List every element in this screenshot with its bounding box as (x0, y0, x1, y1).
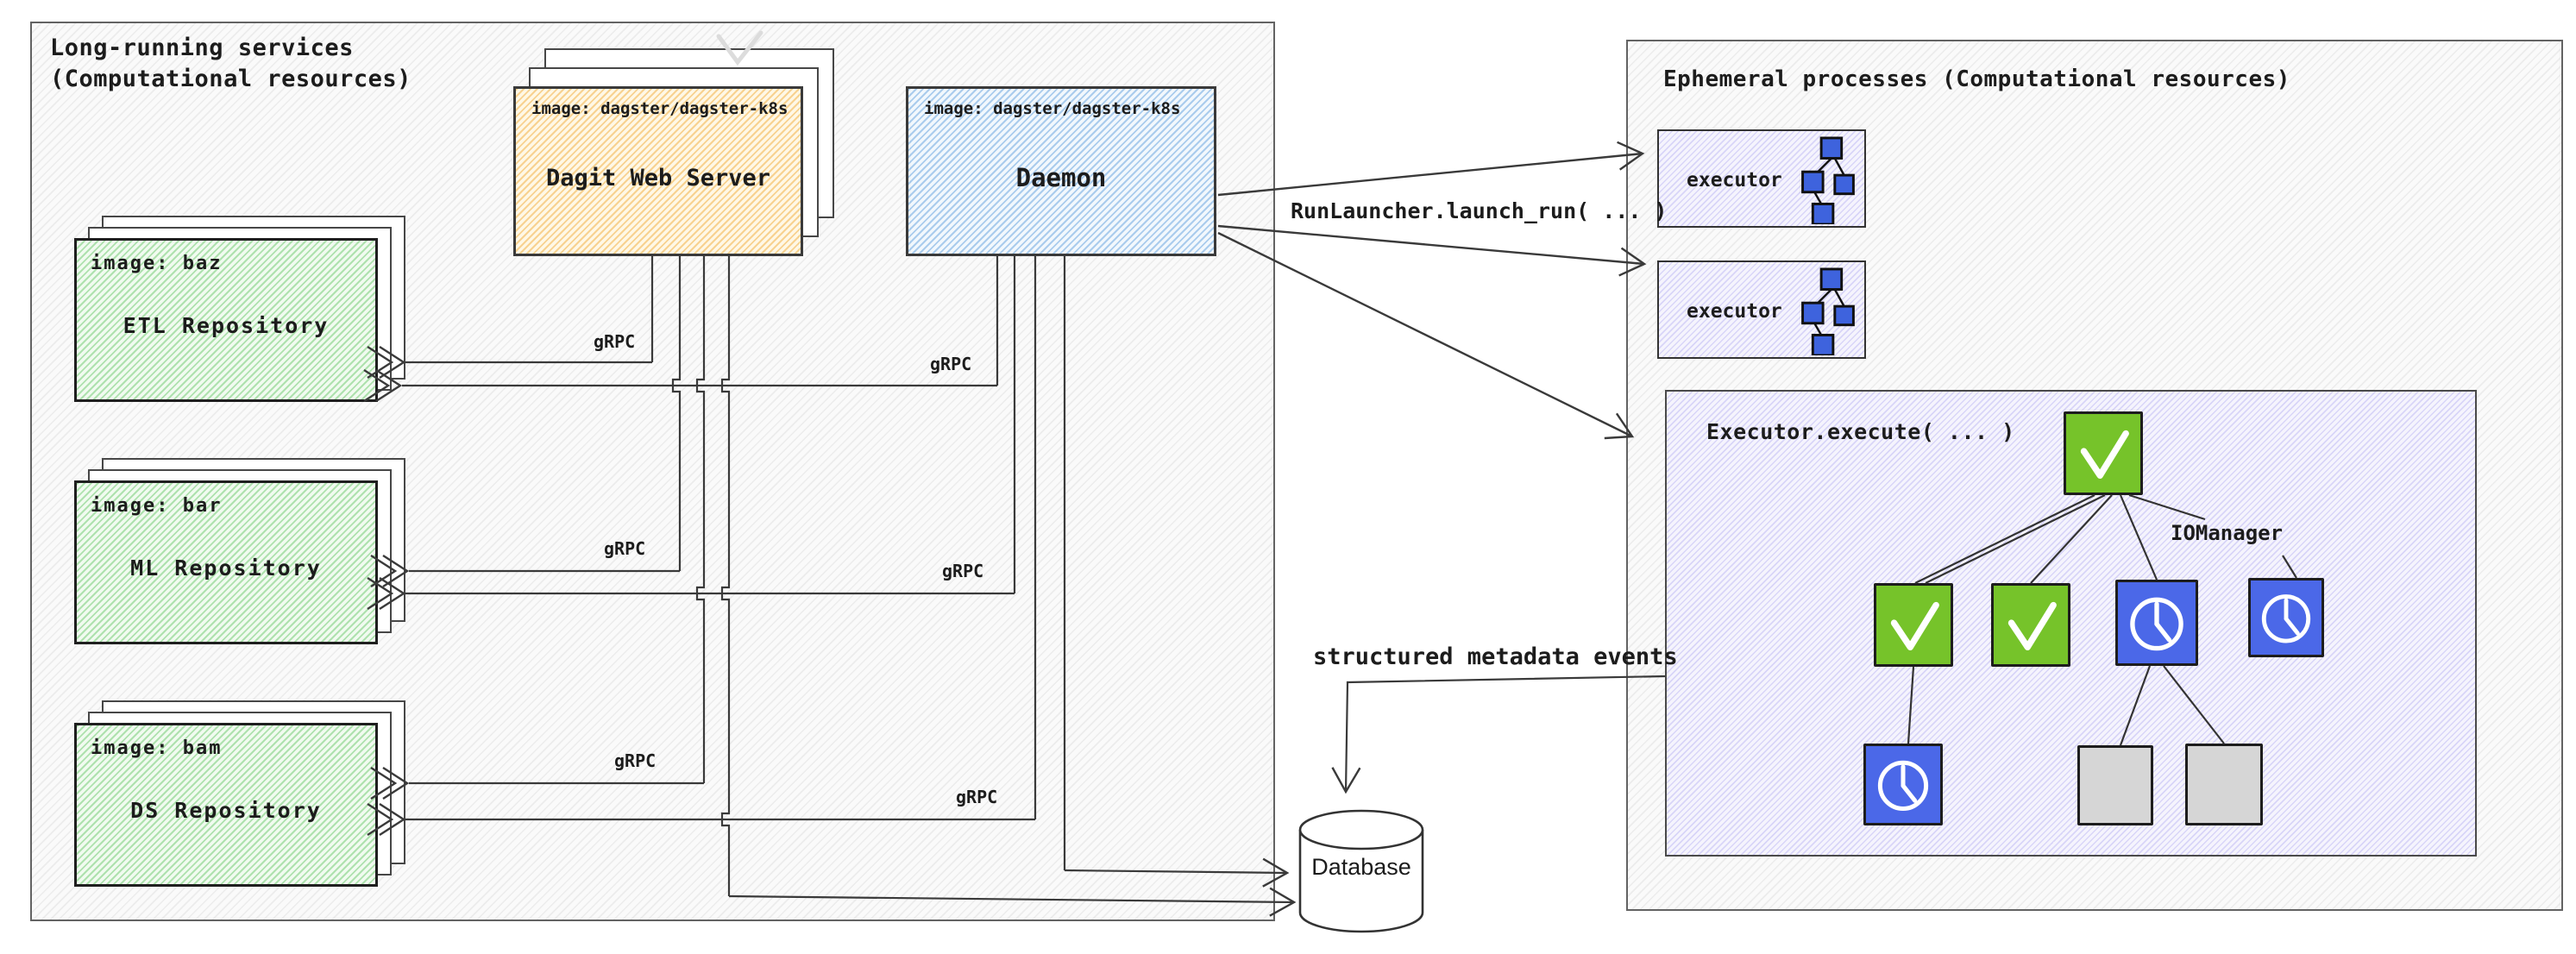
grpc-label-daemon-etl: gRPC (930, 354, 972, 374)
metadata-events-arrow (1331, 675, 1666, 794)
executor-box-2: executor (1657, 260, 1866, 359)
etl-repo-title: ETL Repository (123, 313, 330, 338)
etl-image-label: image: baz (91, 253, 223, 274)
ml-repository-box: image: bar ML Repository (74, 480, 378, 644)
executor-execute-title: Executor.execute( ... ) (1706, 419, 2015, 444)
step-node-success (2064, 411, 2143, 495)
ds-image-label: image: bam (91, 737, 223, 759)
left-panel-title-line1: Long-running services (50, 35, 354, 61)
daemon-box: image: dagster/dagster-k8s Daemon (906, 86, 1216, 256)
dagit-title: Dagit Web Server (545, 165, 771, 191)
left-panel-title: Long-running services (Computational res… (50, 33, 412, 95)
ds-repository-box: image: bam DS Repository (74, 723, 378, 887)
left-panel-title-line2: (Computational resources) (50, 66, 412, 92)
clock-icon (1877, 760, 1929, 812)
check-icon (2007, 601, 2057, 650)
check-icon (2080, 430, 2129, 479)
runlauncher-arrow-execute-box (1217, 231, 1635, 440)
clock-icon (2261, 594, 2311, 643)
daemon-title: Daemon (1015, 163, 1107, 192)
dag-icon (1801, 136, 1855, 224)
dagit-image-label: image: dagster/dagster-k8s (531, 99, 789, 118)
grpc-label-dagit-ml: gRPC (604, 538, 646, 559)
step-node-pending (2115, 580, 2198, 666)
ml-repo-title: ML Repository (130, 555, 322, 581)
grpc-label-dagit-etl: gRPC (594, 331, 636, 352)
step-node-success (1991, 583, 2070, 667)
database-cylinder-top (1298, 809, 1424, 850)
grpc-label-daemon-ds: gRPC (956, 787, 998, 807)
step-node-success (1874, 583, 1953, 667)
grpc-label-daemon-ml: gRPC (942, 561, 984, 581)
check-icon (1890, 601, 1939, 650)
runlauncher-arrow-executor1 (1217, 141, 1645, 197)
right-panel-title: Ephemeral processes (Computational resou… (1663, 66, 2290, 92)
etl-repository-box: image: baz ETL Repository (74, 238, 378, 402)
ds-repo-title: DS Repository (130, 798, 322, 823)
dag-icon (1801, 267, 1855, 355)
grpc-label-dagit-ds: gRPC (614, 750, 657, 771)
executor-2-label: executor (1687, 300, 1782, 323)
dagit-web-server-box: image: dagster/dagster-k8s Dagit Web Ser… (513, 86, 803, 256)
executor-1-label: executor (1687, 169, 1782, 191)
clock-icon (2130, 597, 2183, 651)
metadata-events-label: structured metadata events (1313, 643, 1678, 670)
step-node-skipped (2185, 744, 2263, 825)
step-node-pending (2248, 578, 2324, 657)
step-node-skipped (2077, 745, 2153, 825)
executor-box-1: executor (1657, 129, 1866, 228)
daemon-image-label: image: dagster/dagster-k8s (924, 99, 1181, 118)
database-cylinder-body (1298, 830, 1424, 933)
iomanager-label: IOManager (2171, 521, 2284, 545)
runlauncher-label: RunLauncher.launch_run( ... ) (1291, 198, 1668, 223)
ml-image-label: image: bar (91, 495, 223, 517)
database-label: Database (1311, 854, 1411, 880)
runlauncher-arrow-executor2 (1217, 224, 1647, 277)
step-node-pending (1863, 744, 1943, 825)
